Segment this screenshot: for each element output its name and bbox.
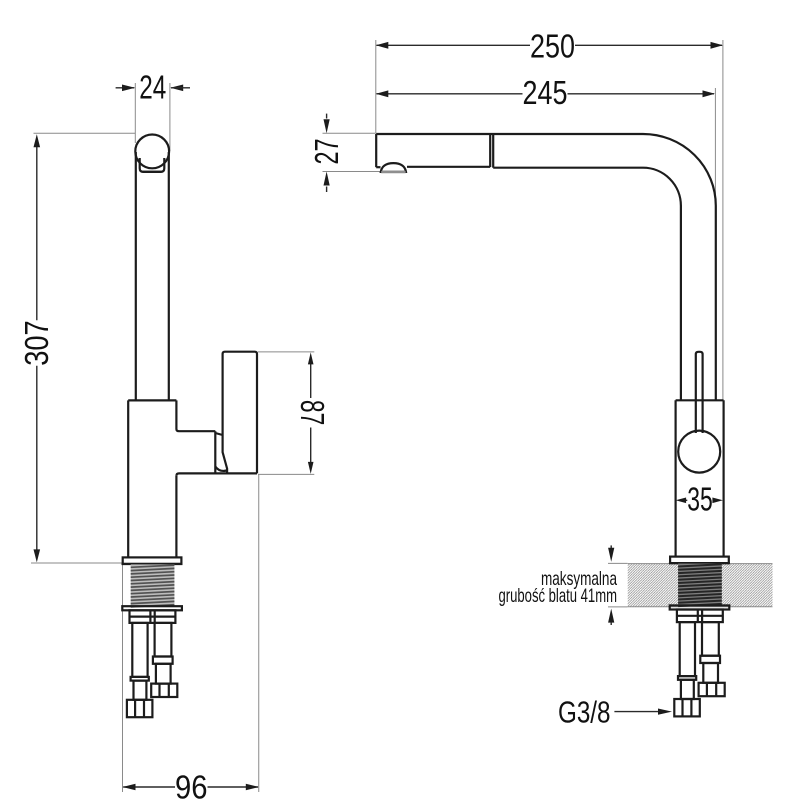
svg-text:24: 24 [139, 70, 166, 107]
svg-text:245: 245 [523, 75, 568, 112]
svg-text:27: 27 [309, 139, 346, 165]
svg-text:35: 35 [687, 481, 713, 518]
svg-text:grubość blatu 41mm: grubość blatu 41mm [499, 585, 618, 607]
svg-text:G3/8: G3/8 [558, 694, 611, 729]
svg-text:96: 96 [175, 769, 208, 800]
svg-text:87: 87 [293, 400, 330, 425]
svg-text:250: 250 [530, 28, 575, 65]
svg-text:307: 307 [19, 320, 56, 366]
svg-text:maksymalna: maksymalna [541, 568, 617, 590]
